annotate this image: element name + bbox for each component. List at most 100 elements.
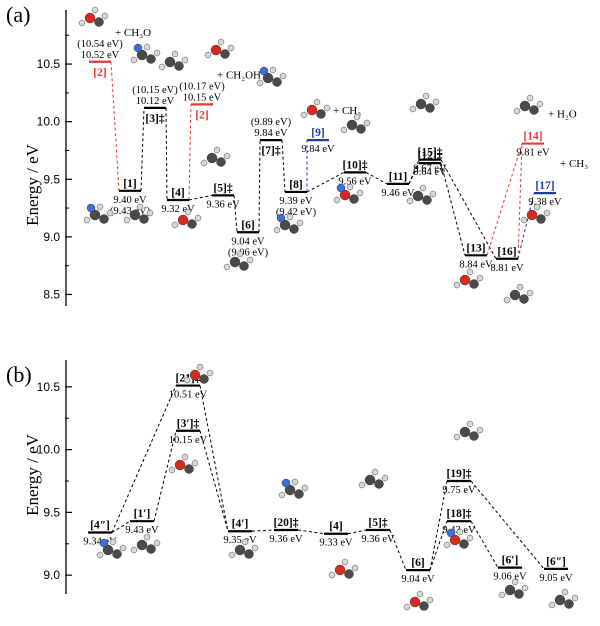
level-value-6-0: 9.04 eV xyxy=(231,236,265,247)
level-value-15ts-0: 9.67 eV xyxy=(413,164,447,175)
y-tick-label-1-3: 10.5 xyxy=(37,380,61,394)
connection-line-0-12 xyxy=(408,162,420,185)
y-tick-label-0-3: 10.0 xyxy=(37,115,61,129)
connection-line-0-5 xyxy=(233,195,238,233)
molecule-structure-0-4 xyxy=(200,146,231,167)
molecule-structure-0-2 xyxy=(158,50,189,71)
molecule-structure-0-9 xyxy=(333,183,364,204)
level-label-3ts: [3]‡ xyxy=(145,113,164,125)
level-value-19ts-0: 9.75 eV xyxy=(442,485,476,496)
level-value-11-0: 9.46 eV xyxy=(381,188,415,199)
panel-a-tag: (a) xyxy=(6,2,31,27)
molecule-structure-1-2 xyxy=(130,533,161,554)
level-value-7ts-1: 9.84 eV xyxy=(254,128,288,139)
level-value-10ts-0: 9.56 eV xyxy=(338,176,372,187)
level-value-20ts-0: 9.36 eV xyxy=(269,534,303,545)
molecule-structure-0-3 xyxy=(204,38,235,59)
y-tick-label-0-4: 10.5 xyxy=(37,57,61,71)
molecule-structure-0-0 xyxy=(78,6,109,27)
connection-line-1-3 xyxy=(199,385,229,532)
level-value-6pp-0: 9.05 eV xyxy=(539,573,573,584)
level-value-8-1: (9.42 eV) xyxy=(276,207,317,218)
molecule-structure-0-10 xyxy=(406,184,437,205)
level-annotation-17: + CH₃ xyxy=(560,158,588,170)
level-label-3pts: [3′]‡ xyxy=(177,418,200,430)
connection-line-1-11 xyxy=(470,480,545,570)
y-tick-label-1-1: 9.5 xyxy=(43,505,60,519)
level-label-1p: [1′] xyxy=(134,508,151,520)
level-label-5ts: [5]‡ xyxy=(368,517,387,529)
level-value-13-0: 8.84 eV xyxy=(459,259,493,270)
level-label-6pp: [6″] xyxy=(546,556,566,568)
level-label-19ts: [19]‡ xyxy=(447,468,472,480)
molecule-structure-1-9 xyxy=(443,528,474,549)
molecule-structure-1-7 xyxy=(358,468,389,489)
level-label-2b: [2] xyxy=(195,109,208,121)
level-value-21ts-0: 10.51 eV xyxy=(169,390,208,401)
molecule-structure-0-8 xyxy=(409,92,440,113)
connection-line-0-2 xyxy=(165,107,168,201)
level-value-9-0: 9.84 eV xyxy=(301,144,335,155)
level-label-4: [4] xyxy=(171,187,184,199)
level-label-1: [1] xyxy=(123,178,136,190)
molecule-structure-0-16 xyxy=(223,250,254,271)
molecule-structure-1-5 xyxy=(278,478,309,499)
connection-line-1-4 xyxy=(199,430,229,532)
level-label-4pp: [4″] xyxy=(90,519,110,531)
y-tick-label-1-0: 9.0 xyxy=(43,568,60,582)
level-value-5ts-0: 9.36 eV xyxy=(206,199,240,210)
y-tick-label-1-2: 10.0 xyxy=(37,443,61,457)
level-value-3ts-1: 10.12 eV xyxy=(136,96,175,107)
y-tick-label-0-2: 9.5 xyxy=(43,172,60,186)
molecule-structure-0-19 xyxy=(503,283,534,304)
molecule-structure-1-10 xyxy=(498,578,529,599)
connection-line-0-17 xyxy=(517,192,535,259)
level-value-16-0: 8.81 eV xyxy=(490,263,524,274)
level-value-12ts-0: 9.64 eV xyxy=(413,167,447,178)
level-label-18ts: [18]‡ xyxy=(447,508,472,520)
level-annotation-2a: + CH₃O xyxy=(115,27,151,39)
molecule-structure-0-11 xyxy=(513,94,544,115)
connection-line-0-9 xyxy=(306,171,345,193)
level-value-1-0: 9.40 eV xyxy=(113,195,147,206)
level-value-4p-0: 9.35 eV xyxy=(223,535,257,546)
molecule-structure-1-12 xyxy=(403,590,434,611)
level-value-5ts-0: 9.36 eV xyxy=(361,534,395,545)
molecule-structure-1-1 xyxy=(96,538,127,559)
level-label-4p: [4′] xyxy=(232,518,249,530)
level-value-6p-0: 9.06 eV xyxy=(493,572,527,583)
level-value-2b-1: 10.15 eV xyxy=(183,92,222,103)
level-label-4: [4] xyxy=(329,521,342,533)
level-value-2a-1: 10.52 eV xyxy=(81,50,120,61)
connection-line-0-4 xyxy=(188,194,213,201)
level-value-4-0: 9.33 eV xyxy=(319,538,353,549)
level-value-7ts-0: (9.89 eV) xyxy=(251,117,292,128)
level-value-8-0: 9.39 eV xyxy=(279,196,313,207)
level-value-14-0: 9.81 eV xyxy=(516,148,550,159)
connection-line-1-5 xyxy=(251,529,275,532)
molecule-structure-0-18 xyxy=(453,268,484,289)
connection-line-1-8 xyxy=(389,529,407,571)
molecule-structure-1-11 xyxy=(548,588,579,609)
connection-line-0-11 xyxy=(408,159,420,185)
level-label-20ts: [20]‡ xyxy=(274,517,299,529)
level-label-17: [17] xyxy=(535,180,554,192)
level-value-2a-0: (10.54 eV) xyxy=(77,39,123,50)
level-label-8: [8] xyxy=(289,179,302,191)
connection-line-0-0 xyxy=(110,61,120,191)
molecule-structure-0-17 xyxy=(273,213,304,234)
level-annotation-2b: + CH₂OH xyxy=(217,69,261,81)
connection-line-0-3 xyxy=(188,104,192,201)
molecule-structure-1-8 xyxy=(453,420,484,441)
connection-line-1-12 xyxy=(470,520,499,568)
level-value-1-1: (9.43 eV) xyxy=(110,206,151,217)
level-label-5ts: [5]‡ xyxy=(213,182,232,194)
connection-line-0-16 xyxy=(517,143,523,259)
level-value-3pts-0: 10.15 eV xyxy=(169,435,208,446)
level-label-6: [6] xyxy=(241,219,254,231)
level-label-13: [13] xyxy=(466,242,485,254)
molecule-structure-1-6 xyxy=(328,558,359,579)
connection-line-1-1 xyxy=(111,520,131,533)
y-tick-label-0-1: 9.0 xyxy=(43,230,60,244)
